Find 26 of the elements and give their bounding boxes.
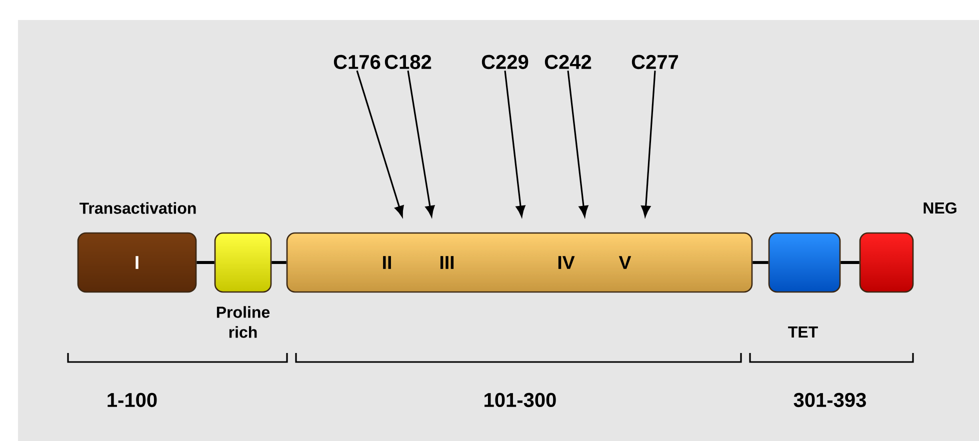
arrow (504, 70, 526, 217)
domain-label: Transactivation (80, 202, 196, 214)
residue-label: C242 (544, 54, 592, 70)
arrow (641, 70, 656, 217)
domain-label: NEG (924, 202, 956, 214)
domain-box (859, 232, 914, 293)
arrow (356, 70, 404, 217)
residue-label: C176 (334, 54, 380, 70)
range-label: 1-100 (108, 392, 157, 408)
domain-box (768, 232, 841, 293)
linker-line (840, 261, 860, 264)
arrow (407, 70, 435, 217)
arrow (567, 70, 588, 217)
residue-label: C277 (632, 54, 678, 70)
domain-label: TET (788, 326, 818, 338)
domain-label: Proline rich (216, 306, 270, 338)
domain-box: II III IV V (286, 232, 753, 293)
residue-label: C182 (384, 54, 432, 70)
domain-box (214, 232, 272, 293)
residue-label: C229 (482, 54, 528, 70)
linker-line (196, 261, 214, 264)
domain-box: I (77, 232, 197, 293)
linker-line (272, 261, 286, 264)
range-label: 101-300 (484, 392, 556, 408)
range-label: 301-393 (794, 392, 866, 408)
linker-line (752, 261, 768, 264)
